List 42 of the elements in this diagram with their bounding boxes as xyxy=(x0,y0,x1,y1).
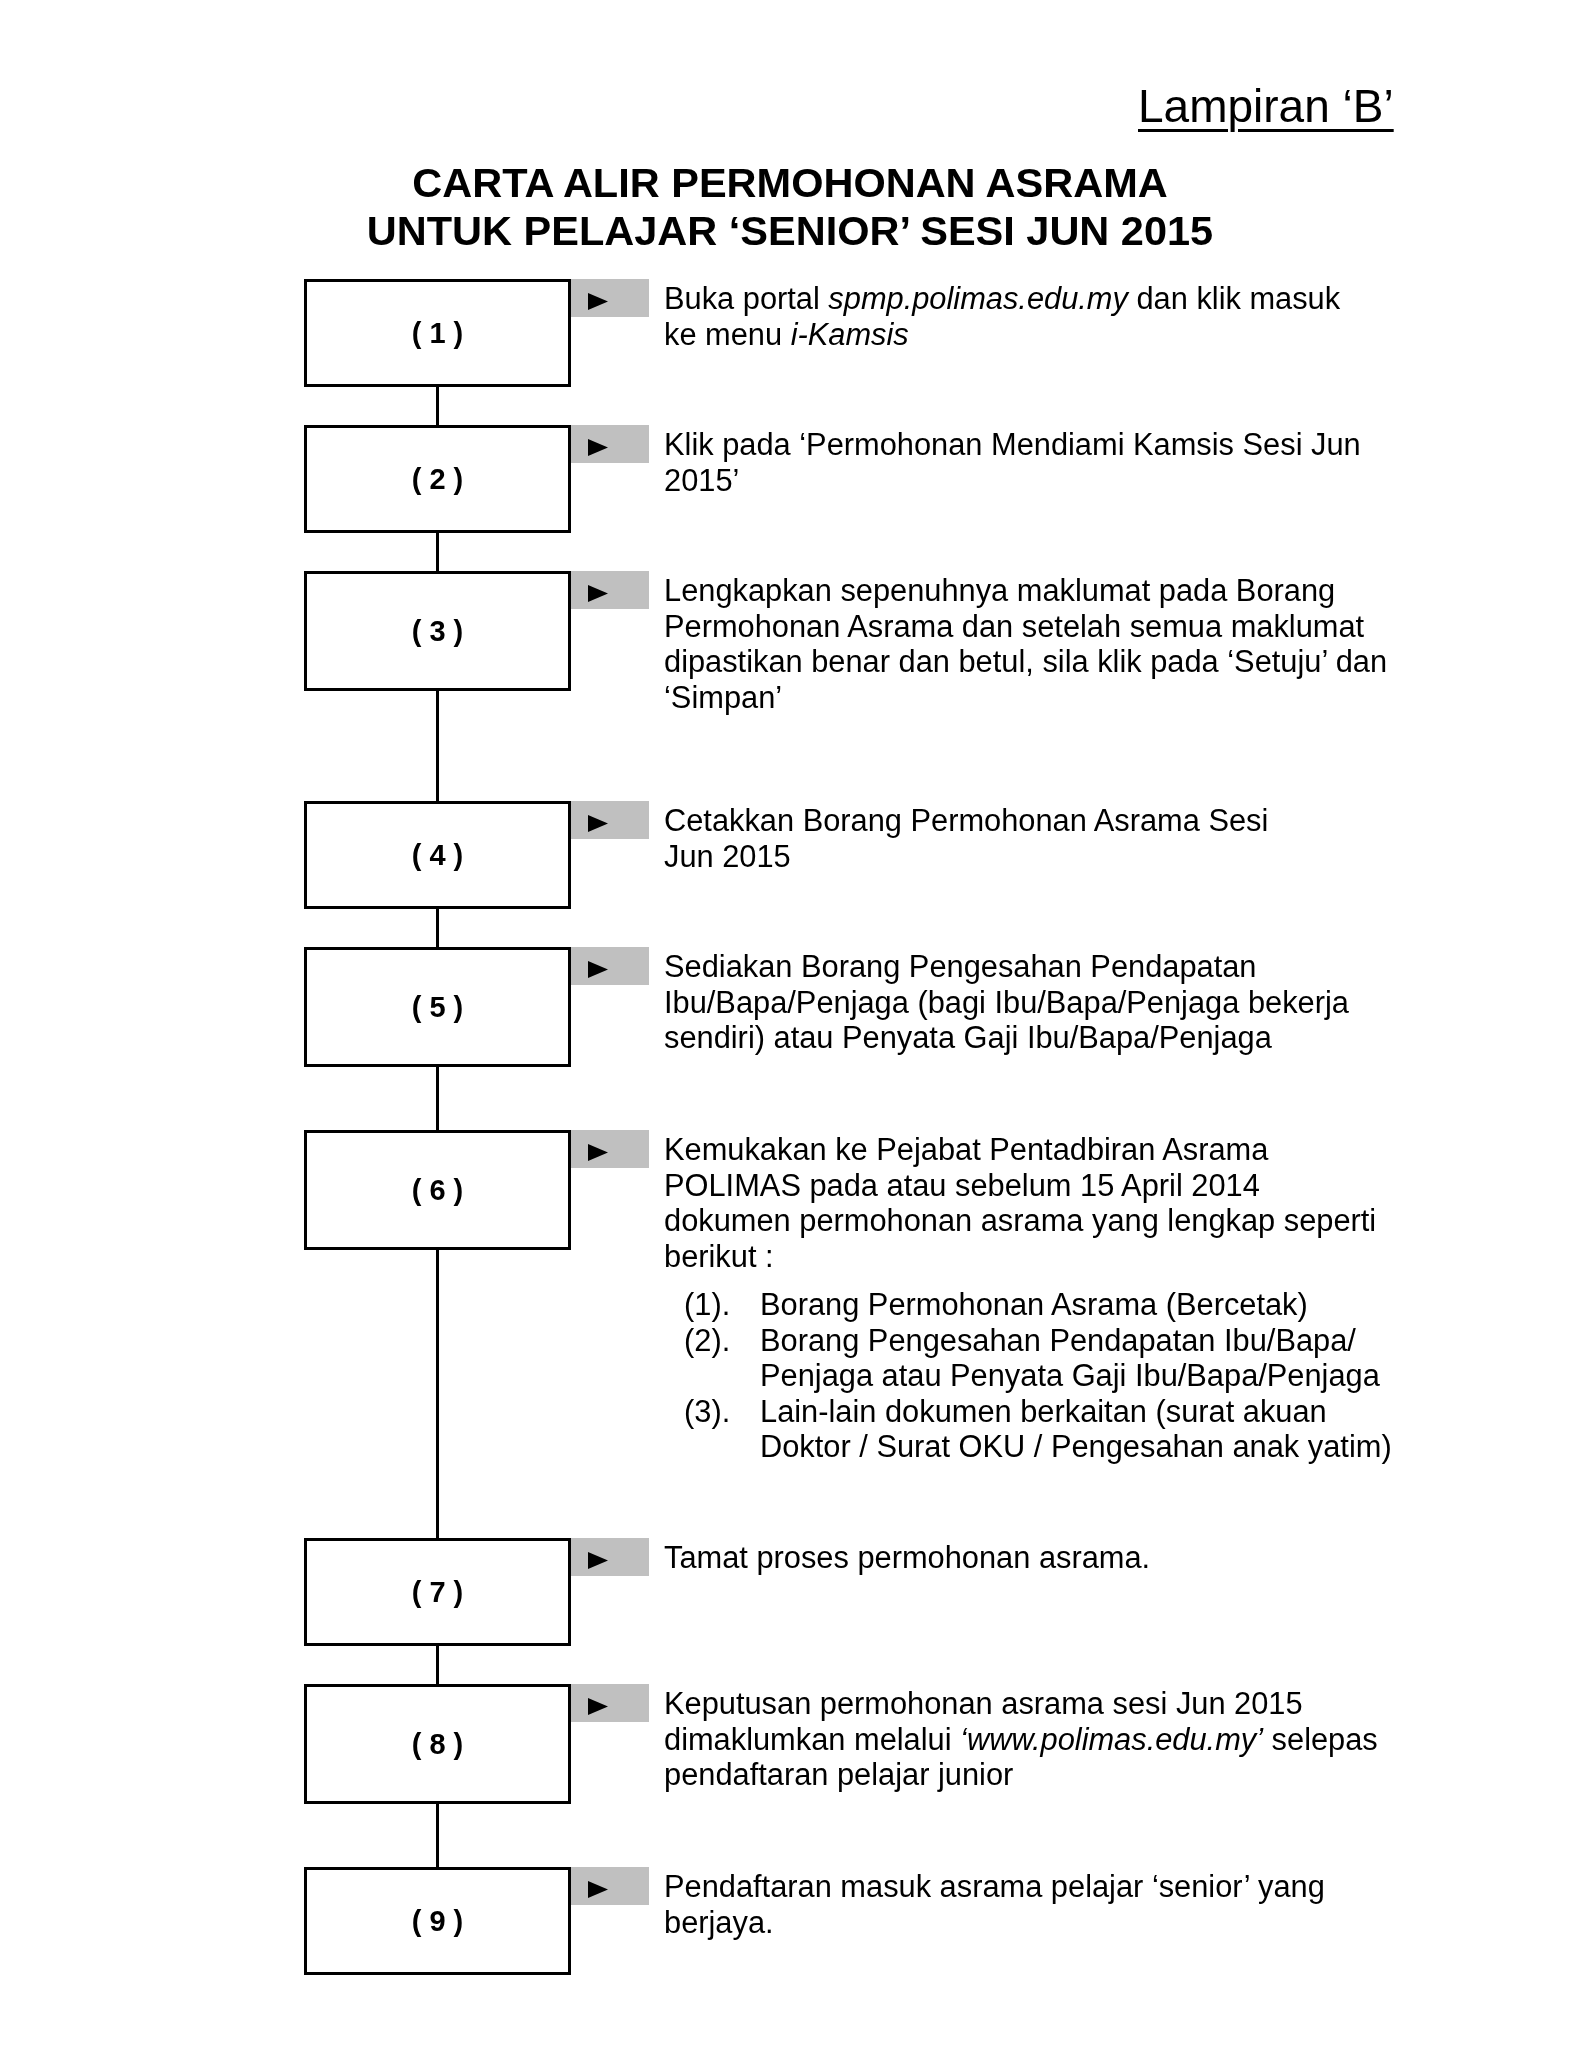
connector-line xyxy=(436,387,439,425)
list-number: (3). xyxy=(684,1393,732,1431)
connector-line xyxy=(436,1646,439,1684)
process-box xyxy=(304,1130,571,1250)
step-description: Cetakkan Borang Permohonan Asrama Sesi Jun 2015 xyxy=(664,803,1270,874)
connector-line xyxy=(436,909,439,947)
step-description: Buka portal spmp.polimas.edu.my dan klik masuk ke menu i-Kamsis xyxy=(664,281,1342,352)
step-number: ( 7 ) xyxy=(411,1575,464,1609)
process-box xyxy=(304,1867,571,1975)
step-number: ( 6 ) xyxy=(411,1173,464,1207)
step-description: Pendaftaran masuk asrama pelajar ‘senior’ yang berjaya. xyxy=(664,1869,1326,1940)
step-number: ( 8 ) xyxy=(411,1727,464,1761)
process-box xyxy=(304,279,571,387)
step-number: ( 1 ) xyxy=(411,316,464,350)
step-description: Sediakan Borang Pengesahan Pendapatan Ibu/Bapa/Penjaga (bagi Ibu/Bapa/Penjaga bekerja sendiri) atau Penyata Gaji Ibu/Bapa/Penjaga xyxy=(664,949,1350,1056)
step-description: Keputusan permohonan asrama sesi Jun 2015 dimaklumkan melalui ‘www.polimas.edu.my’ selepas pendaftaran pelajar junior xyxy=(664,1686,1379,1793)
list-number: (2). xyxy=(684,1322,732,1360)
connector-line xyxy=(436,533,439,571)
diagram-title: CARTA ALIR PERMOHONAN ASRAMA UNTUK PELAJAR ‘SENIOR’ SESI JUN 2015 xyxy=(365,159,1215,255)
list-item-text: Borang Permohonan Asrama (Bercetak) xyxy=(760,1287,1309,1323)
step-description: Kemukakan ke Pejabat Pentadbiran Asrama POLIMAS pada atau sebelum 15 April 2014 dokumen permohonan asrama yang lengkap seperti berikut : xyxy=(664,1132,1378,1274)
process-box xyxy=(304,571,571,691)
connector-line xyxy=(436,1067,439,1130)
connector-line xyxy=(436,691,439,801)
step-number: ( 5 ) xyxy=(411,990,464,1024)
process-box xyxy=(304,1684,571,1804)
step-description: Lengkapkan sepenuhnya maklumat pada Borang Permohonan Asrama dan setelah semua maklumat dipastikan benar dan betul, sila klik pada ‘Setuju’ dan ‘Simpan’ xyxy=(664,573,1389,715)
process-box xyxy=(304,1538,571,1646)
list-item-text: Borang Pengesahan Pendapatan Ibu/Bapa/ Penjaga atau Penyata Gaji Ibu/Bapa/Penjaga xyxy=(760,1322,1381,1394)
step-number: ( 4 ) xyxy=(411,838,464,872)
step-description: Tamat proses permohonan asrama. xyxy=(664,1540,1152,1576)
list-number: (1). xyxy=(684,1287,732,1323)
step-number: ( 2 ) xyxy=(411,462,464,496)
process-box xyxy=(304,801,571,909)
step-number: ( 9 ) xyxy=(411,1904,464,1938)
step-description: Klik pada ‘Permohonan Mendiami Kamsis Sesi Jun 2015’ xyxy=(664,427,1362,498)
connector-line xyxy=(436,1804,439,1867)
connector-line xyxy=(436,1250,439,1538)
process-box xyxy=(304,425,571,533)
process-box xyxy=(304,947,571,1067)
step-number: ( 3 ) xyxy=(411,614,464,648)
list-item-text: Lain-lain dokumen berkaitan (surat akuan Doktor / Surat OKU / Pengesahan anak yatim) xyxy=(760,1393,1392,1465)
